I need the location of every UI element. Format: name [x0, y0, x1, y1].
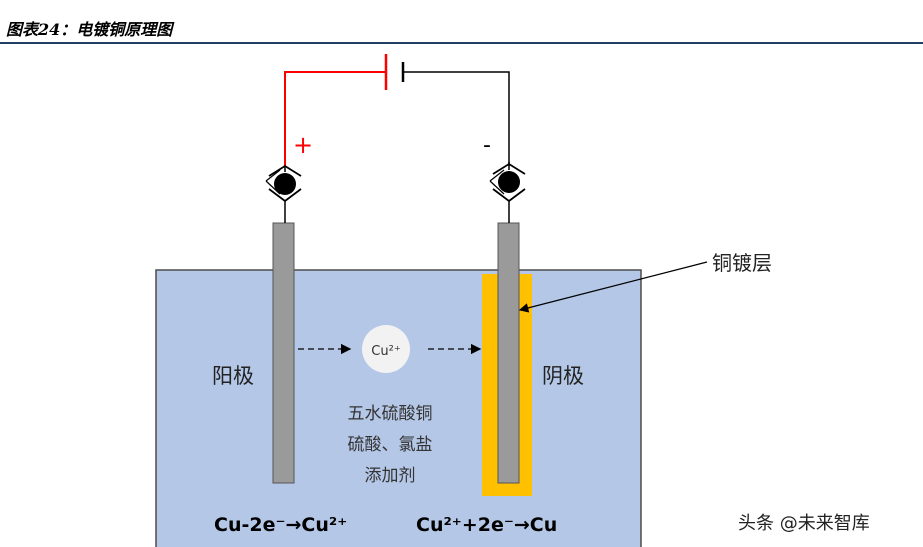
cathode-label: 阴极: [542, 364, 584, 388]
figure-title: 图表24：电镀铜原理图: [6, 20, 173, 39]
positive-sign: +: [293, 131, 313, 159]
anode-reaction: Cu-2e⁻→Cu²⁺: [214, 514, 347, 536]
cu-ion-circle: [362, 325, 410, 373]
electrolyte-line-1: 五水硫酸铜: [348, 404, 433, 424]
negative-sign: -: [483, 133, 491, 158]
negative-wire: [403, 71, 510, 166]
watermark: 头条 @未来智库: [738, 513, 870, 534]
cathode-reaction: Cu²⁺+2e⁻→Cu: [416, 514, 557, 536]
cathode-clamp-icon: [489, 162, 526, 223]
anode-clamp-icon: [265, 164, 302, 223]
title-rule: [0, 42, 923, 44]
electrolyte-tank: [155, 269, 642, 547]
cu-ion-label: Cu²⁺: [371, 344, 400, 359]
positive-wire: [284, 71, 385, 166]
electrolyte-line-2: 硫酸、氯盐: [348, 435, 433, 455]
plating-layer-label: 铜镀层: [712, 251, 772, 275]
plating-callout-pointer: [518, 261, 708, 313]
electrolyte-line-3: 添加剂: [365, 466, 416, 486]
anode-label: 阳极: [212, 364, 254, 388]
cathode-electrode: [497, 222, 520, 484]
anode-electrode: [272, 222, 295, 484]
